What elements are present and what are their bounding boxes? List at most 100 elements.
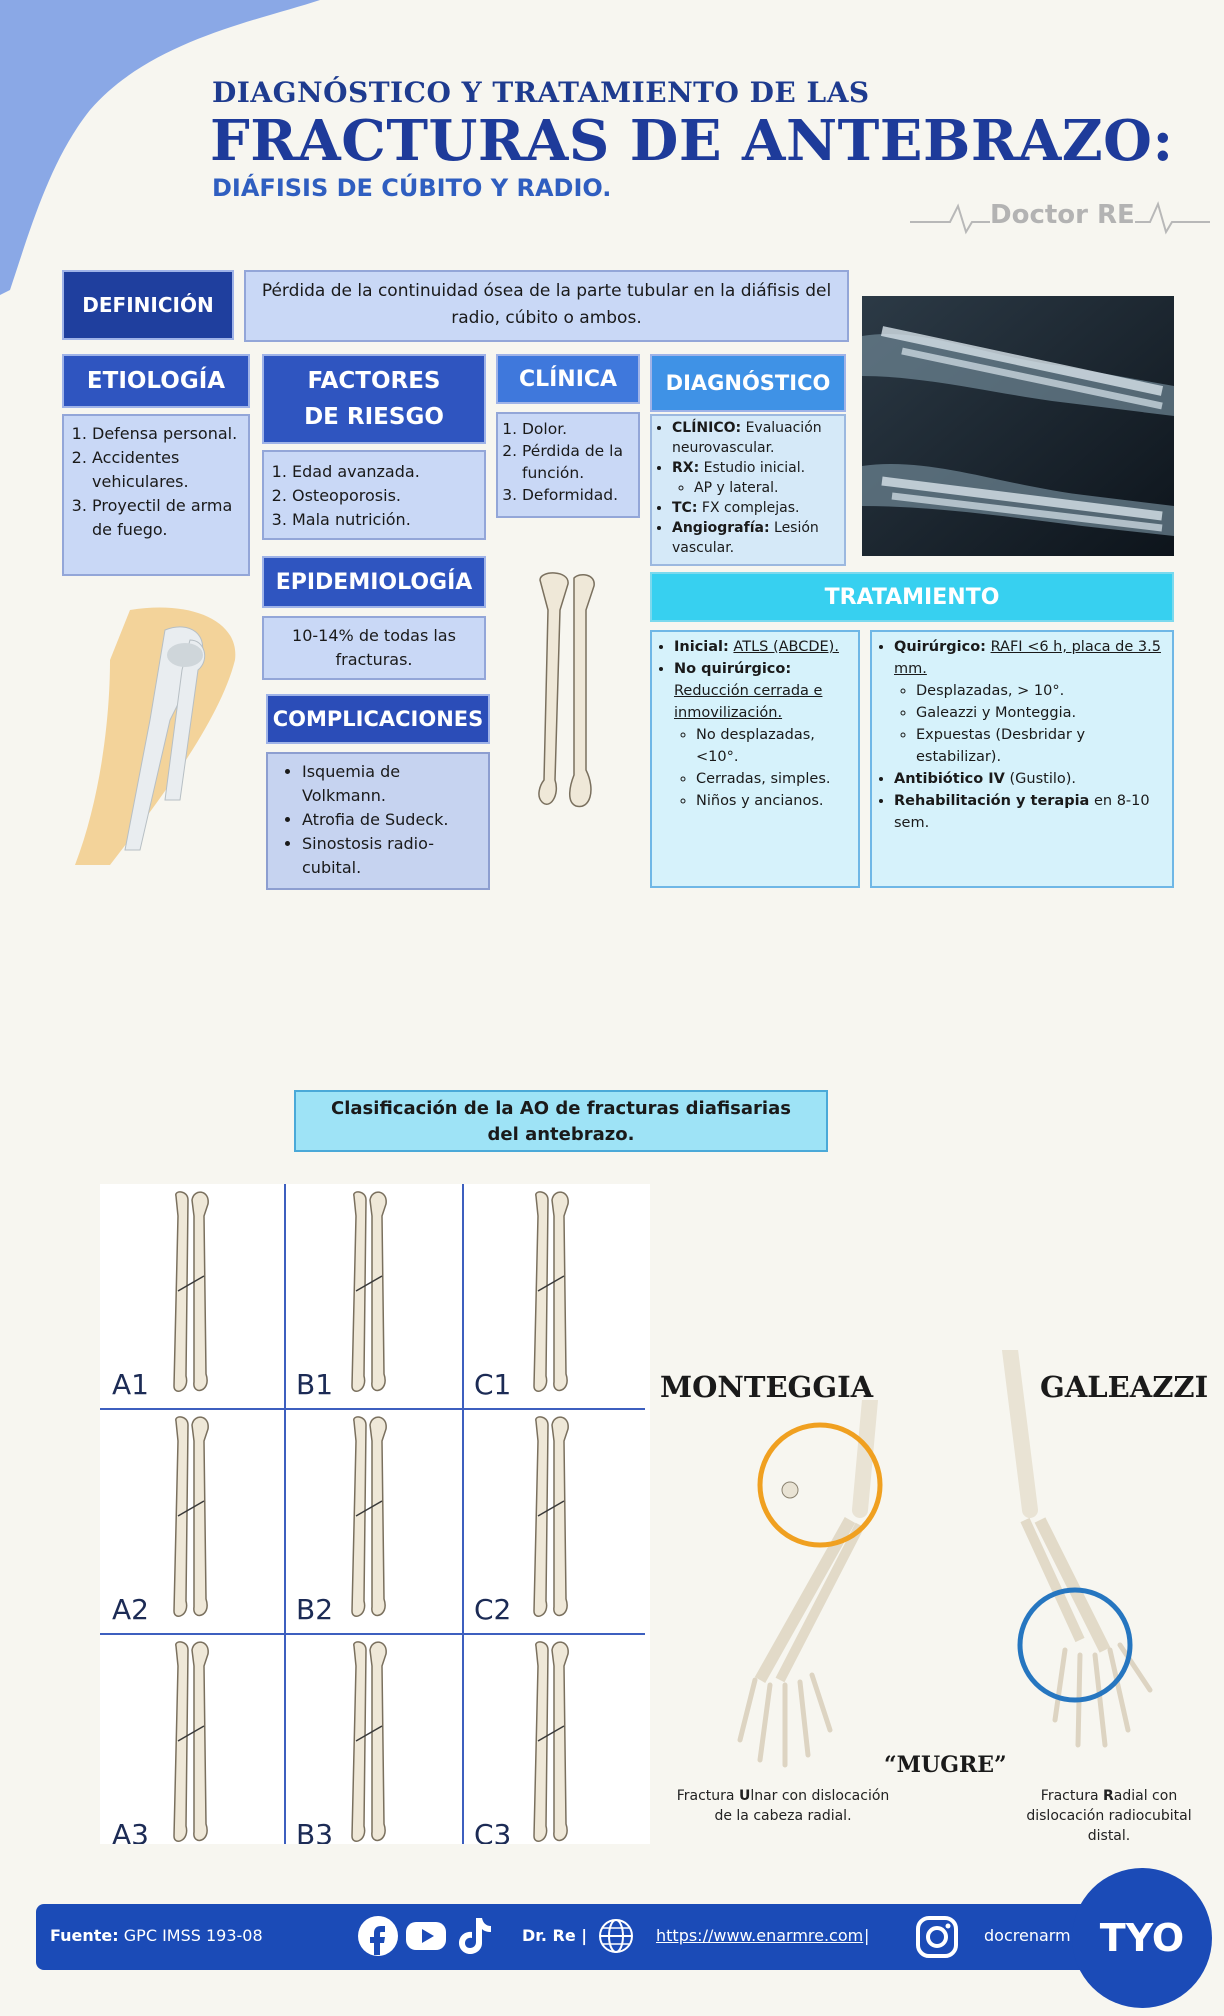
ao-grid-label: A1	[112, 1368, 149, 1401]
clinica-label: CLÍNICA	[496, 354, 640, 404]
footer-separator: |	[864, 1926, 870, 1945]
factores-item: Osteoporosis.	[292, 484, 478, 508]
factores-label-text: FACTORES DE RIESGO	[304, 368, 444, 430]
epidemiologia-text: 10-14% de todas las fracturas.	[262, 616, 486, 680]
ao-bone-pair	[351, 1416, 387, 1617]
etiologia-label: ETIOLOGÍA	[62, 354, 250, 408]
complicaciones-box: Isquemia de Volkmann. Atrofia de Sudeck.…	[266, 752, 490, 890]
tratamiento-rh-key: Rehabilitación y terapia	[894, 793, 1090, 809]
ao-grid-label: B3	[296, 1818, 333, 1844]
footer-source-key: Fuente:	[50, 1926, 119, 1945]
diagnostico-item: Angiografía: Lesión vascular.	[672, 518, 840, 558]
tratamiento-right-list: Quirúrgico: RAFI <6 h, placa de 3.5 mm. …	[872, 636, 1166, 834]
tratamiento-ab-key: Antibiótico IV	[894, 771, 1005, 787]
ao-grid-label: B2	[296, 1593, 333, 1626]
diagnostico-angio-value: Lesión vascular.	[672, 520, 819, 556]
diagnostico-item: CLÍNICO: Evaluación neurovascular.	[672, 418, 840, 458]
etiologia-item: Defensa personal.	[92, 422, 242, 446]
factores-box: Edad avanzada. Osteoporosis. Mala nutric…	[262, 450, 486, 540]
complicaciones-item: Isquemia de Volkmann.	[302, 760, 482, 808]
galeazzi-desc-letter: R	[1103, 1788, 1114, 1804]
ao-grid-label: A2	[112, 1593, 149, 1626]
footer-source: Fuente: GPC IMSS 193-08	[50, 1926, 263, 1945]
forearm-bones-illustration	[538, 572, 595, 808]
tiktok-icon[interactable]	[452, 1914, 496, 1958]
monteggia-title: MONTEGGIA	[660, 1370, 874, 1404]
complicaciones-list: Isquemia de Volkmann. Atrofia de Sudeck.…	[274, 760, 482, 880]
galeazzi-title: GALEAZZI	[1040, 1370, 1209, 1404]
diagnostico-clinico-key: CLÍNICO:	[672, 420, 742, 436]
tratamiento-label: TRATAMIENTO	[650, 572, 1174, 622]
etiologia-list: Defensa personal. Accidentes vehiculares…	[64, 422, 242, 542]
heartbeat-icon	[910, 201, 1210, 235]
etiologia-item: Proyectil de arma de fuego.	[92, 494, 242, 542]
diagnostico-box: CLÍNICO: Evaluación neurovascular. RX: E…	[650, 414, 846, 566]
tratamiento-ab-value: (Gustilo).	[1009, 771, 1077, 787]
monteggia-desc-rest: lnar con dislocación de la cabeza radial…	[714, 1788, 890, 1824]
diagnostico-list: CLÍNICO: Evaluación neurovascular. RX: E…	[652, 418, 840, 558]
corner-wave-decoration	[0, 0, 320, 295]
definicion-label: DEFINICIÓN	[62, 270, 234, 340]
ao-grid-label: C2	[474, 1593, 511, 1626]
complicaciones-label: COMPLICACIONES	[266, 694, 490, 744]
tratamiento-q-key: Quirúrgico:	[894, 639, 986, 655]
ao-bone-pair	[533, 1416, 569, 1617]
tratamiento-subitem: No desplazadas, <10°.	[696, 724, 852, 768]
clinica-list: Dolor. Pérdida de la función. Deformidad…	[498, 418, 634, 506]
diagnostico-rx-value: Estudio inicial.	[703, 460, 806, 476]
title-line-3: DIÁFISIS DE CÚBITO Y RADIO.	[212, 174, 612, 202]
tratamiento-left-list: Inicial: ATLS (ABCDE). No quirúrgico: Re…	[652, 636, 852, 812]
galeazzi-desc-prefix: Fractura	[1040, 1788, 1103, 1804]
ao-grid-label: A3	[112, 1818, 149, 1844]
monteggia-description: Fractura Ulnar con dislocación de la cab…	[672, 1786, 894, 1826]
instagram-icon[interactable]	[914, 1914, 960, 1960]
ao-grid-label: C3	[474, 1818, 511, 1844]
globe-icon	[599, 1919, 633, 1953]
title-line-1: DIAGNÓSTICO Y TRATAMIENTO DE LAS	[212, 76, 870, 109]
galeazzi-description: Fractura Radial con dislocación radiocub…	[1004, 1786, 1214, 1846]
tratamiento-noq-key: No quirúrgico:	[674, 661, 792, 677]
etiologia-item: Accidentes vehiculares.	[92, 446, 242, 494]
complicaciones-item: Atrofia de Sudeck.	[302, 808, 482, 832]
diagnostico-tc-value: FX complejas.	[701, 500, 800, 516]
galeazzi-illustration	[1002, 1350, 1153, 1748]
tratamiento-subitem: Niños y ancianos.	[696, 790, 852, 812]
arm-xray-illustration	[75, 607, 236, 865]
xray-image	[862, 296, 1174, 556]
footer-author: Dr. Re |	[522, 1926, 588, 1945]
tyo-badge-text: TYO	[1099, 1916, 1185, 1960]
factores-list: Edad avanzada. Osteoporosis. Mala nutric…	[264, 460, 478, 532]
diagnostico-subitem: AP y lateral.	[694, 478, 840, 498]
ao-grid-label: C1	[474, 1368, 511, 1401]
diagnostico-clinico-value: Evaluación neurovascular.	[672, 420, 822, 456]
clinica-item: Dolor.	[522, 418, 634, 440]
website-link[interactable]: https://www.enarmre.com	[656, 1926, 864, 1945]
factores-item: Edad avanzada.	[292, 460, 478, 484]
youtube-icon[interactable]	[404, 1914, 448, 1958]
tratamiento-subitem: Desplazadas, > 10°.	[916, 680, 1166, 702]
diagnostico-rx-key: RX:	[672, 460, 700, 476]
galeazzi-desc-rest: adial con dislocación radiocubital dista…	[1026, 1788, 1192, 1844]
ao-title: Clasificación de la AO de fracturas diaf…	[294, 1090, 828, 1152]
etiologia-box: Defensa personal. Accidentes vehiculares…	[62, 414, 250, 576]
ao-bone-pair	[173, 1191, 209, 1392]
tratamiento-right-box: Quirúrgico: RAFI <6 h, placa de 3.5 mm. …	[870, 630, 1174, 888]
ao-bone-pair	[533, 1641, 569, 1842]
footer-source-value: GPC IMSS 193-08	[123, 1926, 263, 1945]
epidemiologia-label: EPIDEMIOLOGÍA	[262, 556, 486, 608]
factores-item: Mala nutrición.	[292, 508, 478, 532]
tratamiento-noq-value: Reducción cerrada e inmovilización.	[674, 683, 823, 721]
factores-label: FACTORES DE RIESGO	[262, 354, 486, 444]
tratamiento-subitem: Galeazzi y Monteggia.	[916, 702, 1166, 724]
complicaciones-item: Sinostosis radio-cubital.	[302, 832, 482, 880]
diagnostico-item: RX: Estudio inicial. AP y lateral.	[672, 458, 840, 498]
clinica-box: Dolor. Pérdida de la función. Deformidad…	[496, 412, 640, 518]
tratamiento-inicial-value: ATLS (ABCDE).	[733, 639, 839, 655]
definicion-text: Pérdida de la continuidad ósea de la par…	[244, 270, 849, 342]
tratamiento-item: Antibiótico IV (Gustilo).	[894, 768, 1166, 790]
tratamiento-left-box: Inicial: ATLS (ABCDE). No quirúrgico: Re…	[650, 630, 860, 888]
ao-bone-pair	[173, 1416, 209, 1617]
diagnostico-tc-key: TC:	[672, 500, 698, 516]
facebook-icon[interactable]	[356, 1914, 400, 1958]
title-line-2: FRACTURAS DE ANTEBRAZO:	[210, 108, 1174, 174]
